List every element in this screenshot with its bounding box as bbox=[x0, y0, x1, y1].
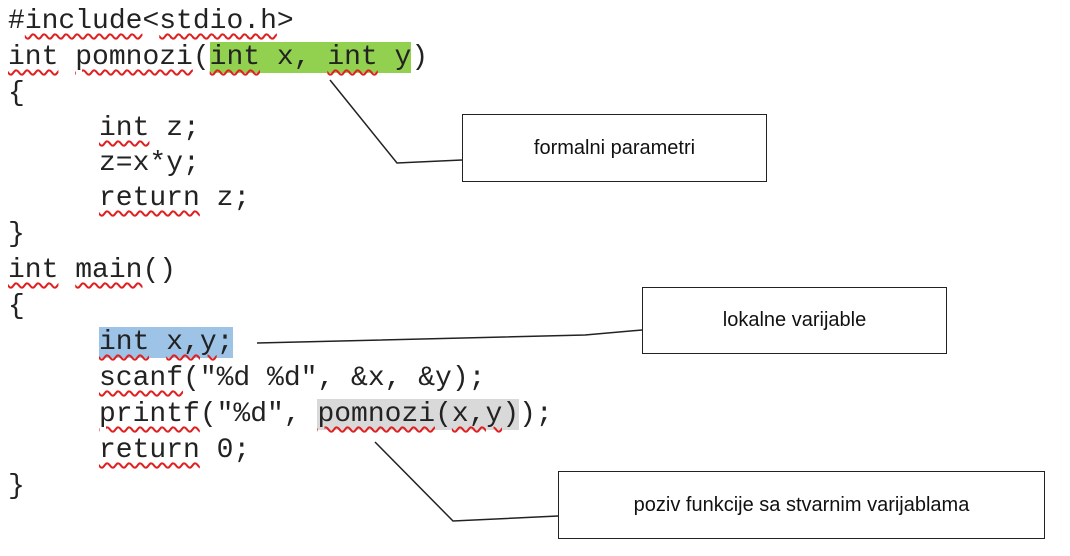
highlighted-code-token: pomnozi bbox=[317, 399, 436, 430]
code-line: int z; bbox=[99, 111, 200, 147]
callout-label: poziv funkcije sa stvarnim varijablama bbox=[633, 493, 970, 516]
callout-label: lokalne varijable bbox=[722, 309, 867, 331]
code-line: int x,y; bbox=[99, 325, 234, 361]
code-line: return z; bbox=[99, 181, 250, 217]
code-token: > bbox=[276, 6, 294, 37]
connector-call bbox=[374, 441, 559, 522]
code-token: main bbox=[75, 255, 143, 286]
highlighted-code-token bbox=[149, 327, 167, 358]
code-token: < bbox=[142, 6, 160, 37]
code-token: ( bbox=[192, 42, 210, 73]
highlighted-code-token: int bbox=[209, 42, 261, 73]
code-line: int pomnozi(int x, int y) bbox=[8, 40, 428, 76]
code-token: ); bbox=[519, 399, 553, 430]
code-line: { bbox=[8, 76, 25, 112]
highlighted-code-token: x,y bbox=[166, 327, 217, 358]
callout-formal-parameters: formalni parametri bbox=[462, 114, 767, 182]
highlighted-code-token: ) bbox=[502, 399, 520, 430]
code-token: return bbox=[99, 435, 200, 466]
code-token: ("%d", bbox=[199, 399, 318, 430]
connector-local bbox=[256, 329, 643, 344]
highlighted-code-token: int bbox=[327, 42, 378, 73]
code-token: ) bbox=[411, 42, 429, 73]
code-token: int bbox=[8, 42, 59, 73]
callout-local-variables: lokalne varijable bbox=[642, 287, 947, 354]
code-token: int bbox=[8, 255, 59, 286]
connector-formal bbox=[329, 79, 463, 164]
code-line: } bbox=[8, 469, 25, 505]
code-token: printf bbox=[99, 399, 200, 430]
code-line: } bbox=[8, 217, 25, 253]
code-line: { bbox=[8, 289, 25, 325]
code-token: include bbox=[24, 6, 143, 37]
code-token: ("%d %d", &x, &y); bbox=[183, 363, 486, 394]
highlighted-code-token: x, bbox=[260, 42, 328, 73]
code-token: stdio.h bbox=[159, 6, 277, 37]
highlighted-code-token: x,y bbox=[451, 399, 503, 430]
code-token: { bbox=[8, 291, 25, 322]
code-line: return 0; bbox=[99, 433, 250, 469]
highlighted-code-token: ; bbox=[216, 327, 234, 358]
code-token: { bbox=[8, 78, 25, 109]
code-line: z=x*y; bbox=[99, 146, 200, 182]
code-token: } bbox=[8, 219, 25, 250]
code-token: scanf bbox=[99, 363, 184, 394]
code-line: int main() bbox=[8, 253, 176, 289]
callout-label: formalni parametri bbox=[533, 136, 696, 159]
code-token: () bbox=[142, 255, 177, 286]
code-token: return bbox=[99, 183, 200, 214]
code-line: #include<stdio.h> bbox=[8, 4, 294, 40]
code-line: printf("%d", pomnozi(x,y)); bbox=[99, 397, 553, 433]
highlighted-code-token: y bbox=[377, 42, 412, 73]
highlighted-code-token: int bbox=[99, 327, 150, 358]
code-token: # bbox=[8, 6, 25, 37]
code-line: scanf("%d %d", &x, &y); bbox=[99, 361, 485, 397]
code-token: 0; bbox=[199, 435, 251, 466]
code-token: } bbox=[8, 471, 25, 502]
callout-function-call: poziv funkcije sa stvarnim varijablama bbox=[558, 471, 1045, 539]
code-token: int bbox=[99, 113, 150, 144]
code-token: z; bbox=[149, 113, 200, 144]
code-token: z=x*y; bbox=[99, 148, 200, 179]
code-token: pomnozi bbox=[75, 42, 193, 73]
code-token: z; bbox=[199, 183, 251, 214]
highlighted-code-token: ( bbox=[435, 399, 452, 430]
